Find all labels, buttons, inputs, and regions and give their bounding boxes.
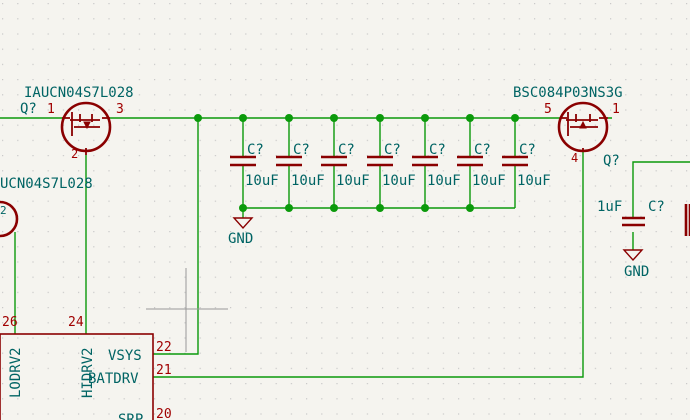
capacitor-value: 10uF	[291, 173, 325, 189]
capacitor-ref: C?	[338, 142, 355, 158]
batdrv-wire	[153, 150, 584, 378]
vsys-wire	[153, 118, 199, 355]
capacitor-1[interactable]: C? 10uF	[230, 118, 279, 208]
capacitor-bank: C? 10uF C? 10uF C? 10uF C? 10uF C? 10uF C? 10uF C? 10…	[230, 118, 551, 208]
ic-pin-vsys-name: VSYS	[108, 348, 142, 364]
gnd-symbol-left[interactable]: GND	[228, 217, 254, 247]
capacitor-3[interactable]: C? 10uF	[321, 118, 370, 208]
partial-component-right[interactable]	[684, 204, 690, 236]
mosfet-left-ref: Q?	[20, 101, 37, 117]
ic-pin-26-number: 26	[2, 315, 18, 330]
ic-pin-21-number: 21	[156, 363, 172, 378]
right-cap-wire	[632, 161, 690, 250]
mosfet-right-pin-5: 5	[544, 102, 552, 117]
capacitor-ref: C?	[519, 142, 536, 158]
capacitor-5[interactable]: C? 10uF	[412, 118, 461, 208]
mosfet-left-pin-1: 1	[47, 102, 55, 117]
junction-dot	[421, 204, 429, 212]
ic-pin-lodrv2-name: LODRV2	[8, 347, 24, 398]
mosfet-left-pin-2: 2	[71, 147, 78, 161]
junction-dot	[239, 114, 247, 122]
capacitor-2[interactable]: C? 10uF	[276, 118, 325, 208]
mosfet-right-body	[557, 101, 609, 153]
junction-dot	[239, 204, 247, 212]
mosfet-left-arrow	[83, 121, 91, 130]
mosfet-partial-pin: 2	[0, 204, 7, 217]
junction-dot	[421, 114, 429, 122]
ic-body	[0, 333, 154, 420]
capacitor-1uf-ref: C?	[648, 199, 665, 215]
mosfet-left-pin-3: 3	[116, 102, 124, 117]
mosfet-right-arrow	[579, 120, 587, 129]
gnd-left-triangle	[232, 217, 254, 230]
capacitor-4[interactable]: C? 10uF	[367, 118, 416, 208]
junction-dot	[330, 114, 338, 122]
capacitor-value: 10uF	[517, 173, 551, 189]
ic-chip[interactable]: 26 24 22 21 20 LODRV2 HIDRV2 VSYS BATDRV…	[0, 315, 172, 420]
mosfet-right-value: BSC084P03NS3G	[513, 85, 623, 101]
junction-dot	[511, 114, 519, 122]
capacitor-ref: C?	[429, 142, 446, 158]
mosfet-left-value: IAUCN04S7L028	[24, 85, 134, 101]
gnd-left-label: GND	[228, 231, 253, 247]
junction-dot	[466, 204, 474, 212]
junction-dot	[285, 114, 293, 122]
capacitor-ref: C?	[384, 142, 401, 158]
gnd-right-label: GND	[624, 264, 649, 280]
capacitor-7[interactable]: C? 10uF	[502, 118, 551, 208]
junction-dot	[466, 114, 474, 122]
capacitor-1uf-value: 1uF	[597, 199, 622, 215]
ic-pin-batdrv-name: BATDRV	[88, 371, 139, 387]
capacitor-value: 10uF	[382, 173, 416, 189]
gnd-right-triangle	[622, 249, 644, 262]
mosfet-right[interactable]: BSC084P03NS3G Q? 5 1 4	[513, 85, 623, 169]
capacitor-plates	[276, 155, 302, 167]
capacitor-6[interactable]: C? 10uF	[457, 118, 506, 208]
mosfet-partial-body	[0, 200, 19, 238]
ic-pin-24-number: 24	[68, 315, 84, 330]
cursor-crosshair	[146, 268, 228, 352]
capacitor-value: 10uF	[472, 173, 506, 189]
ic-pin-22-number: 22	[156, 340, 172, 355]
ic-pin-20-number: 20	[156, 407, 172, 420]
ic-pin-hidrv2-name: HIDRV2	[80, 347, 96, 398]
capacitor-ref: C?	[247, 142, 264, 158]
capacitor-plates	[230, 155, 256, 167]
capacitor-1uf-plates	[622, 216, 645, 227]
junction-dot	[285, 204, 293, 212]
junction-dot	[376, 114, 384, 122]
junction-dot	[194, 114, 202, 122]
mosfet-right-pin-4: 4	[571, 151, 578, 165]
capacitor-1uf[interactable]: 1uF C?	[597, 199, 665, 227]
gnd-symbol-right[interactable]: GND	[622, 249, 649, 280]
capacitor-plates	[457, 155, 483, 167]
junction-dot	[376, 204, 384, 212]
mosfet-right-pin-1: 1	[612, 102, 620, 117]
mosfet-partial-value: UCN04S7L028	[0, 176, 93, 192]
mosfet-right-ref: Q?	[603, 153, 620, 169]
mosfet-left[interactable]: IAUCN04S7L028 Q? 1 3 2	[20, 85, 134, 161]
capacitor-value: 10uF	[336, 173, 370, 189]
capacitor-plates	[367, 155, 393, 167]
capacitor-plates	[321, 155, 347, 167]
capacitor-plates	[502, 155, 528, 167]
capacitor-value: 10uF	[427, 173, 461, 189]
capacitor-value: 10uF	[245, 173, 279, 189]
junctions	[194, 114, 519, 212]
mosfet-partial[interactable]: UCN04S7L028 2	[0, 176, 93, 238]
ic-pin-srp-name: SRP	[118, 412, 143, 420]
capacitor-ref: C?	[474, 142, 491, 158]
capacitor-plates	[412, 155, 438, 167]
capacitor-ref: C?	[293, 142, 310, 158]
junction-dot	[330, 204, 338, 212]
